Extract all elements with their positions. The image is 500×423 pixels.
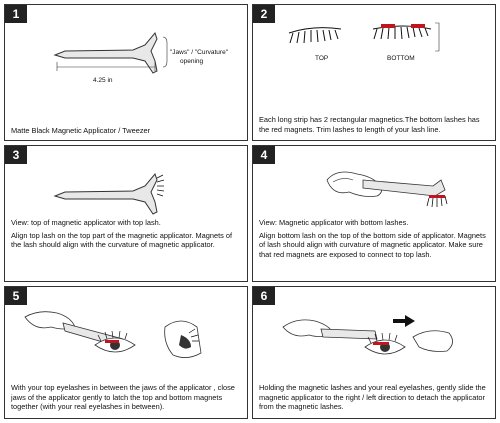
step-text-line: Holding the magnetic lashes and your rea… <box>259 383 489 412</box>
opening-label: opening <box>180 58 203 65</box>
step-text: View: Magnetic applicator with bottom la… <box>259 218 489 263</box>
step-panel-6: 6 Holding the magnetic lashes and your r… <box>252 286 496 419</box>
detaching-applicator-icon <box>253 287 496 372</box>
red-magnet-icon <box>429 195 445 198</box>
step-text-line: Each long strip has 2 rectangular magnet… <box>259 115 489 134</box>
step-panel-5: 5 With your top eyelashes in between the… <box>4 286 248 419</box>
applying-lash-eye-icon <box>5 287 248 372</box>
hand-applicator-bottom-lash-icon <box>253 146 496 221</box>
bottom-label: BOTTOM <box>387 55 415 62</box>
step-text: Matte Black Magnetic Applicator / Tweeze… <box>11 126 241 139</box>
top-label: TOP <box>315 55 328 62</box>
step-panel-2: 2 TOP BOTTOM Each long strip has 2 recta… <box>252 4 496 141</box>
jaws-label: "Jaws" / "Curvature" <box>170 49 228 56</box>
red-magnet-icon <box>373 342 389 345</box>
applicator-top-lash-icon <box>5 146 248 226</box>
step-text-line: Align top lash on the top part of the ma… <box>11 231 241 250</box>
red-magnet-icon <box>105 340 119 343</box>
step-panel-4: 4 View: Magnetic applicator with bottom … <box>252 145 496 282</box>
length-label: 4.25 in <box>93 77 113 84</box>
red-magnet-icon <box>381 24 395 28</box>
red-magnet-icon <box>411 24 425 28</box>
step-text-line: With your top eyelashes in between the j… <box>11 383 241 412</box>
step-text-line: Align bottom lash on the top of the bott… <box>259 231 489 260</box>
step-panel-3: 3 View: top of magnetic applicator with … <box>4 145 248 282</box>
step-text-line: Matte Black Magnetic Applicator / Tweeze… <box>11 126 241 136</box>
step-text-line: View: top of magnetic applicator with to… <box>11 218 241 228</box>
step-text-line: View: Magnetic applicator with bottom la… <box>259 218 489 228</box>
step-text: View: top of magnetic applicator with to… <box>11 218 241 253</box>
step-text: Each long strip has 2 rectangular magnet… <box>259 115 489 137</box>
lash-strips-icon <box>253 5 496 65</box>
step-text: Holding the magnetic lashes and your rea… <box>259 383 489 415</box>
arrow-right-icon <box>393 315 415 327</box>
step-panel-1: 1 "Jaws" / "Curvature" opening 4.25 in M… <box>4 4 248 141</box>
step-text: With your top eyelashes in between the j… <box>11 383 241 415</box>
